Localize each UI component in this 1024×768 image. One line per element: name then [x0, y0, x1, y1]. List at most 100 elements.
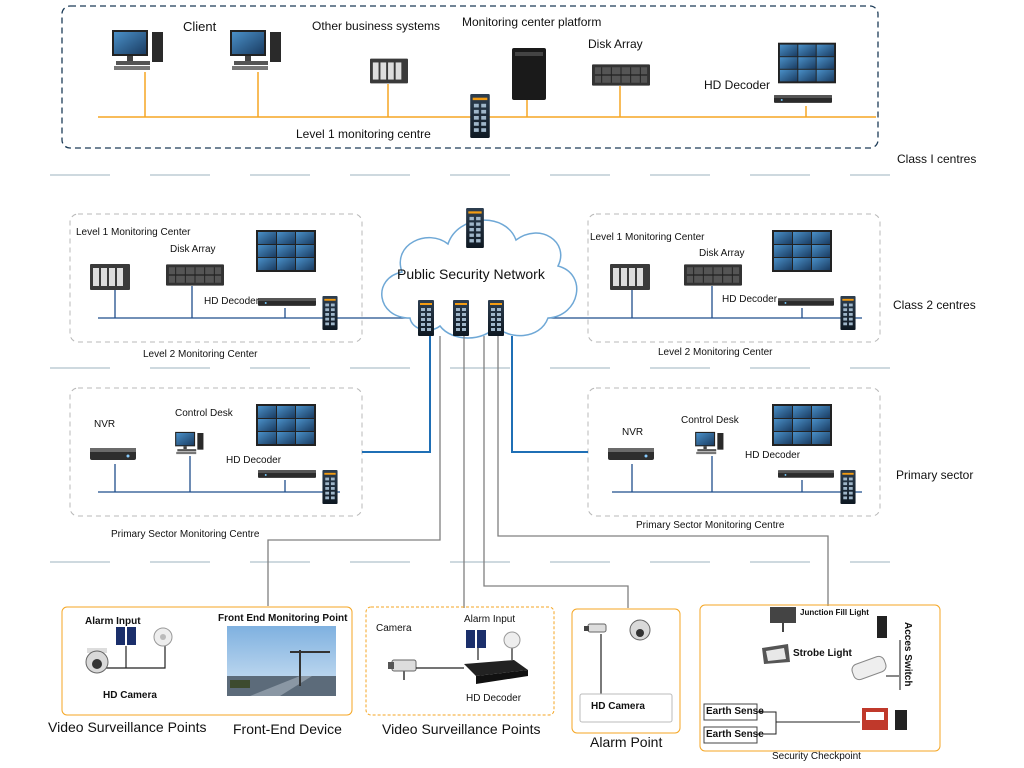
class2-right-box [587, 213, 881, 343]
class2-left-rack-icon [90, 264, 130, 290]
primary-right-caption: Primary Sector Monitoring Centre [636, 520, 785, 531]
box4-earth-sense-1-label: Earth Sense [706, 706, 764, 717]
class2-right-rack-icon [610, 264, 650, 290]
client-label: Client [183, 19, 217, 34]
box2-wiring [416, 648, 513, 669]
front-end-photo [227, 626, 336, 696]
class1-tier-label: Class I centres [897, 152, 977, 166]
box2-bullet-camera-icon [388, 659, 417, 680]
primary-left-caption: Primary Sector Monitoring Centre [111, 529, 260, 540]
frontend-box-4 [699, 604, 941, 752]
class2-right-disk-array-label: Disk Array [699, 248, 745, 259]
class2-right-switch-icon [840, 296, 856, 330]
client-pc-icon [112, 30, 163, 70]
box1-alarm-inputs [116, 627, 136, 645]
box1-hd-camera-label: HD Camera [103, 690, 157, 701]
class2-right-title: Level 1 Monitoring Center [590, 232, 705, 243]
class1-centre-label: Level 1 monitoring centre [296, 127, 431, 141]
box4-strobe-light-label: Strobe Light [793, 648, 852, 659]
class2-left-hd-decoder-label: HD Decoder [204, 296, 260, 307]
class2-left-box [69, 213, 363, 343]
box2-hd-decoder-icon [464, 660, 528, 684]
box4-strobe-light-icon [762, 644, 790, 664]
box3-cameras [584, 619, 651, 641]
earth-sense-1-box [703, 703, 758, 721]
disk-array-icon [592, 64, 650, 86]
box4-controller-icon [862, 708, 907, 730]
earth-sense-2-box [703, 726, 758, 744]
primary-left-hd-decoder-label: HD Decoder [226, 455, 282, 466]
frontend-box-3 [571, 608, 681, 734]
box4-access-switch-icon [877, 616, 887, 638]
frontend-box-2 [365, 606, 555, 716]
class2-right-disk-array-icon [684, 264, 742, 286]
box2-alarm-inputs [466, 630, 486, 648]
cloud-switch-3-icon [488, 300, 504, 336]
platform-label: Monitoring center platform [462, 15, 602, 29]
class2-right-caption: Level 2 Monitoring Center [658, 347, 773, 358]
box4-wiring [757, 711, 860, 735]
primary-right-bus [612, 456, 862, 493]
frontend-uplinks [267, 336, 829, 608]
box3-hd-camera-panel [579, 693, 673, 723]
box1-dome-camera-icon [85, 648, 109, 674]
class2-left-caption: Level 2 Monitoring Center [143, 349, 258, 360]
class2-left-switch-icon [322, 296, 338, 330]
primary-tier-label: Primary sector [896, 468, 974, 482]
box3-caption: Alarm Point [590, 734, 663, 750]
box4-caption: Security Checkpoint [772, 751, 861, 762]
box4-fill-light-icon [770, 607, 796, 632]
class2-right-decoder-icon [778, 298, 834, 306]
class2-left-title: Level 1 Monitoring Center [76, 227, 191, 238]
frontend-box-1 [61, 606, 353, 716]
core-switch-icon [470, 94, 490, 138]
cloud-switch-2-icon [453, 300, 469, 336]
business-server-icon [370, 58, 408, 84]
primary-left-nvr-label: NVR [94, 419, 116, 430]
network-label: Public Security Network [397, 266, 545, 282]
primary-left-control-desk-label: Control Desk [175, 408, 233, 419]
primary-right-decoder-icon [778, 470, 834, 478]
primary-left-decoder-icon [258, 470, 316, 478]
box4-camera-icon [851, 640, 901, 690]
class1-hd-decoder-label: HD Decoder [704, 78, 771, 92]
box1-caption-b: Front-End Device [233, 721, 342, 737]
primary-uplinks [362, 336, 588, 453]
primary-left-switch-icon [322, 470, 338, 504]
tier-separators [50, 174, 890, 563]
primary-right-video-wall-icon [772, 404, 832, 446]
box4-junction-fill-light-label: Junction Fill Light [800, 608, 869, 617]
box1-caption-a: Video Surveillance Points [48, 719, 207, 735]
box2-hd-decoder-label: HD Decoder [466, 693, 522, 704]
class1-box [61, 5, 879, 149]
primary-right-nvr-icon [608, 448, 654, 460]
class1-disk-array-label: Disk Array [588, 37, 643, 51]
primary-left-control-desk-icon [175, 431, 204, 455]
class2-left-disk-array-label: Disk Array [170, 244, 216, 255]
box1-alarm-input-label: Alarm Input [85, 616, 141, 627]
box2-smoke-detector-icon [503, 631, 521, 649]
class2-left-disk-array-icon [166, 264, 224, 286]
class2-left-decoder-icon [258, 298, 316, 306]
box4-earth-sense-2-label: Earth Sense [706, 729, 764, 740]
primary-left-video-wall-icon [256, 404, 316, 446]
primary-right-control-desk-icon [695, 431, 724, 455]
class2-right-bus [512, 286, 862, 319]
primary-right-control-desk-label: Control Desk [681, 415, 739, 426]
box4-access-switch-label: Acces Switch [902, 622, 913, 687]
primary-left-bus [98, 456, 340, 493]
hd-decoder-icon [774, 95, 832, 103]
primary-right-switch-icon [840, 470, 856, 504]
class2-right-video-wall-icon [772, 230, 832, 272]
box2-camera-label: Camera [376, 623, 412, 634]
client-pc-icon-2 [230, 30, 281, 70]
cloud-switch-1-icon [418, 300, 434, 336]
primary-left-nvr-icon [90, 448, 136, 460]
box2-alarm-input-label: Alarm Input [464, 614, 516, 625]
box3-hd-camera-label: HD Camera [591, 701, 645, 712]
primary-right-hd-decoder-label: HD Decoder [745, 450, 801, 461]
box2-caption: Video Surveillance Points [382, 721, 541, 737]
class2-tier-label: Class 2 centres [893, 298, 976, 312]
other-systems-label: Other business systems [312, 19, 441, 33]
class2-right-hd-decoder-label: HD Decoder [722, 294, 778, 305]
